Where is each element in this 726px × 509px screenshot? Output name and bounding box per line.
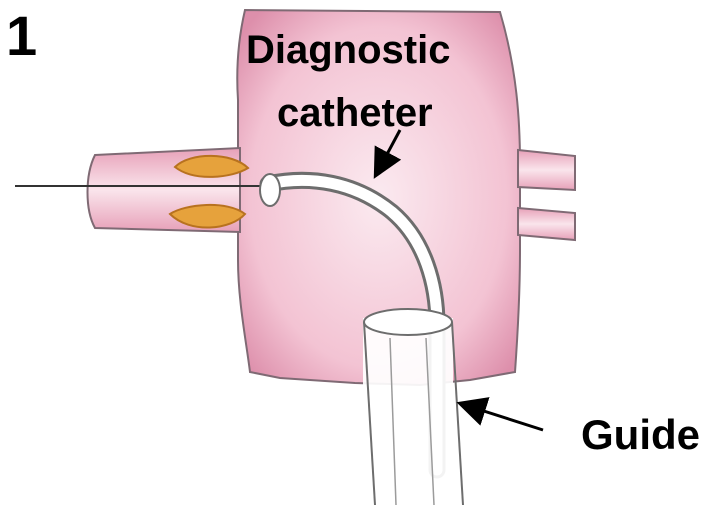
catheter-tip xyxy=(260,174,280,206)
right-branch-vessel-lower xyxy=(518,208,575,240)
diagnostic-catheter-label-line2: catheter xyxy=(277,93,433,133)
guide-catheter-top xyxy=(364,309,452,335)
guide-catheter xyxy=(363,318,453,506)
right-branch-vessel xyxy=(518,150,575,190)
guide-pointer-arrow xyxy=(465,405,543,430)
guide-label: Guide xyxy=(581,414,700,456)
step-number-label: 1 xyxy=(6,8,36,64)
diagnostic-catheter-label-line1: Diagnostic xyxy=(246,30,450,70)
